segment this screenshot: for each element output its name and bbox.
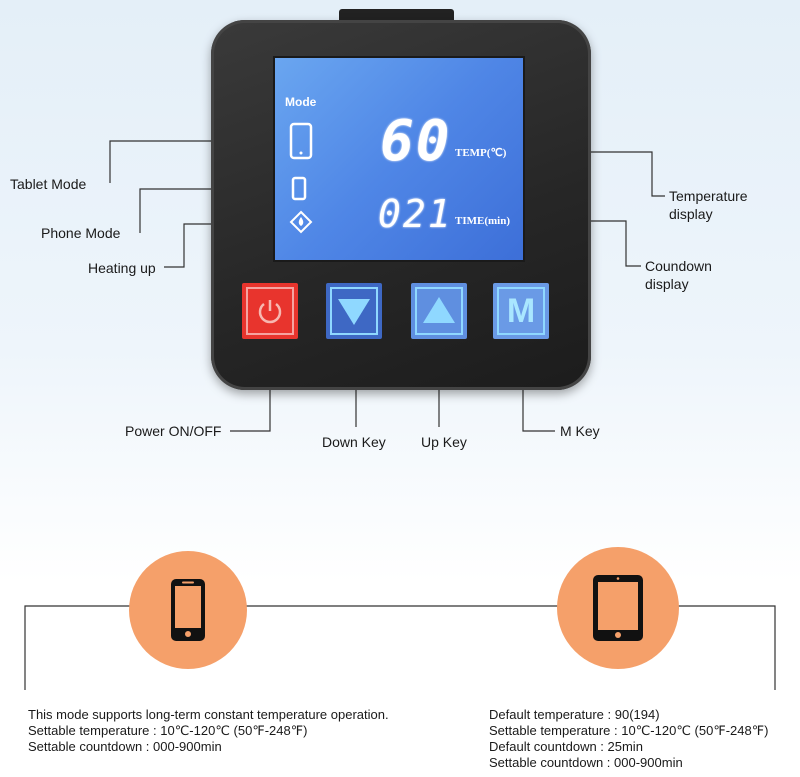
temperature-readout: 60	[380, 109, 452, 174]
tablet-mode-desc-1: Default temperature : 90(194)	[489, 707, 660, 722]
phone-mode-desc-2: Settable temperature : 10℃-120℃ (50℉-248…	[28, 723, 308, 738]
down-key-label: Down Key	[322, 434, 386, 450]
phone-mode-frame-line	[24, 605, 138, 690]
up-button[interactable]	[411, 283, 467, 339]
up-key-label: Up Key	[421, 434, 467, 450]
phone-mode-label: Phone Mode	[41, 225, 121, 241]
temperature-display-label: Temperature	[669, 188, 748, 204]
countdown-readout: 021	[378, 192, 453, 236]
phone-icon	[171, 579, 205, 641]
down-button-frame	[330, 287, 378, 335]
up-button-frame	[415, 287, 463, 335]
m-key-button[interactable]: M	[493, 283, 549, 339]
up-arrow-icon	[423, 297, 455, 323]
lcd-screen	[273, 56, 525, 262]
heating-up-label: Heating up	[88, 260, 156, 276]
tablet-mode-circle	[557, 547, 679, 669]
temperature-unit: TEMP(℃)	[455, 147, 507, 159]
tablet-mode-icon	[289, 122, 313, 160]
down-button[interactable]	[326, 283, 382, 339]
time-unit: TIME(min)	[455, 215, 510, 227]
countdown-display-label-2: display	[645, 276, 689, 292]
m-key-letter: M	[506, 292, 536, 330]
countdown-display-label: Coundown	[645, 258, 712, 274]
temperature-display-label-2: display	[669, 206, 713, 222]
tablet-mode-desc-3: Default countdown : 25min	[489, 739, 643, 754]
tablet-mode-desc-2: Settable temperature : 10℃-120℃ (50℉-248…	[489, 723, 769, 738]
tablet-mode-label: Tablet Mode	[10, 176, 87, 192]
m-key-label: M Key	[560, 423, 600, 439]
tablet-mode-desc-4: Settable countdown : 000-900min	[489, 755, 683, 770]
power-icon	[258, 300, 282, 324]
heating-up-icon	[289, 210, 313, 234]
phone-mode-desc-1: This mode supports long-term constant te…	[28, 707, 389, 722]
phone-mode-circle	[129, 551, 247, 669]
phone-mode-icon	[291, 176, 307, 201]
tablet-icon	[593, 575, 643, 641]
mode-label: Mode	[285, 95, 317, 109]
power-button-frame	[246, 287, 294, 335]
phone-mode-desc-3: Settable countdown : 000-900min	[28, 739, 222, 754]
down-arrow-icon	[338, 299, 370, 325]
tablet-mode-frame-line	[670, 605, 776, 690]
power-label: Power ON/OFF	[125, 423, 222, 439]
power-button[interactable]	[242, 283, 298, 339]
m-button-frame	[497, 287, 545, 335]
